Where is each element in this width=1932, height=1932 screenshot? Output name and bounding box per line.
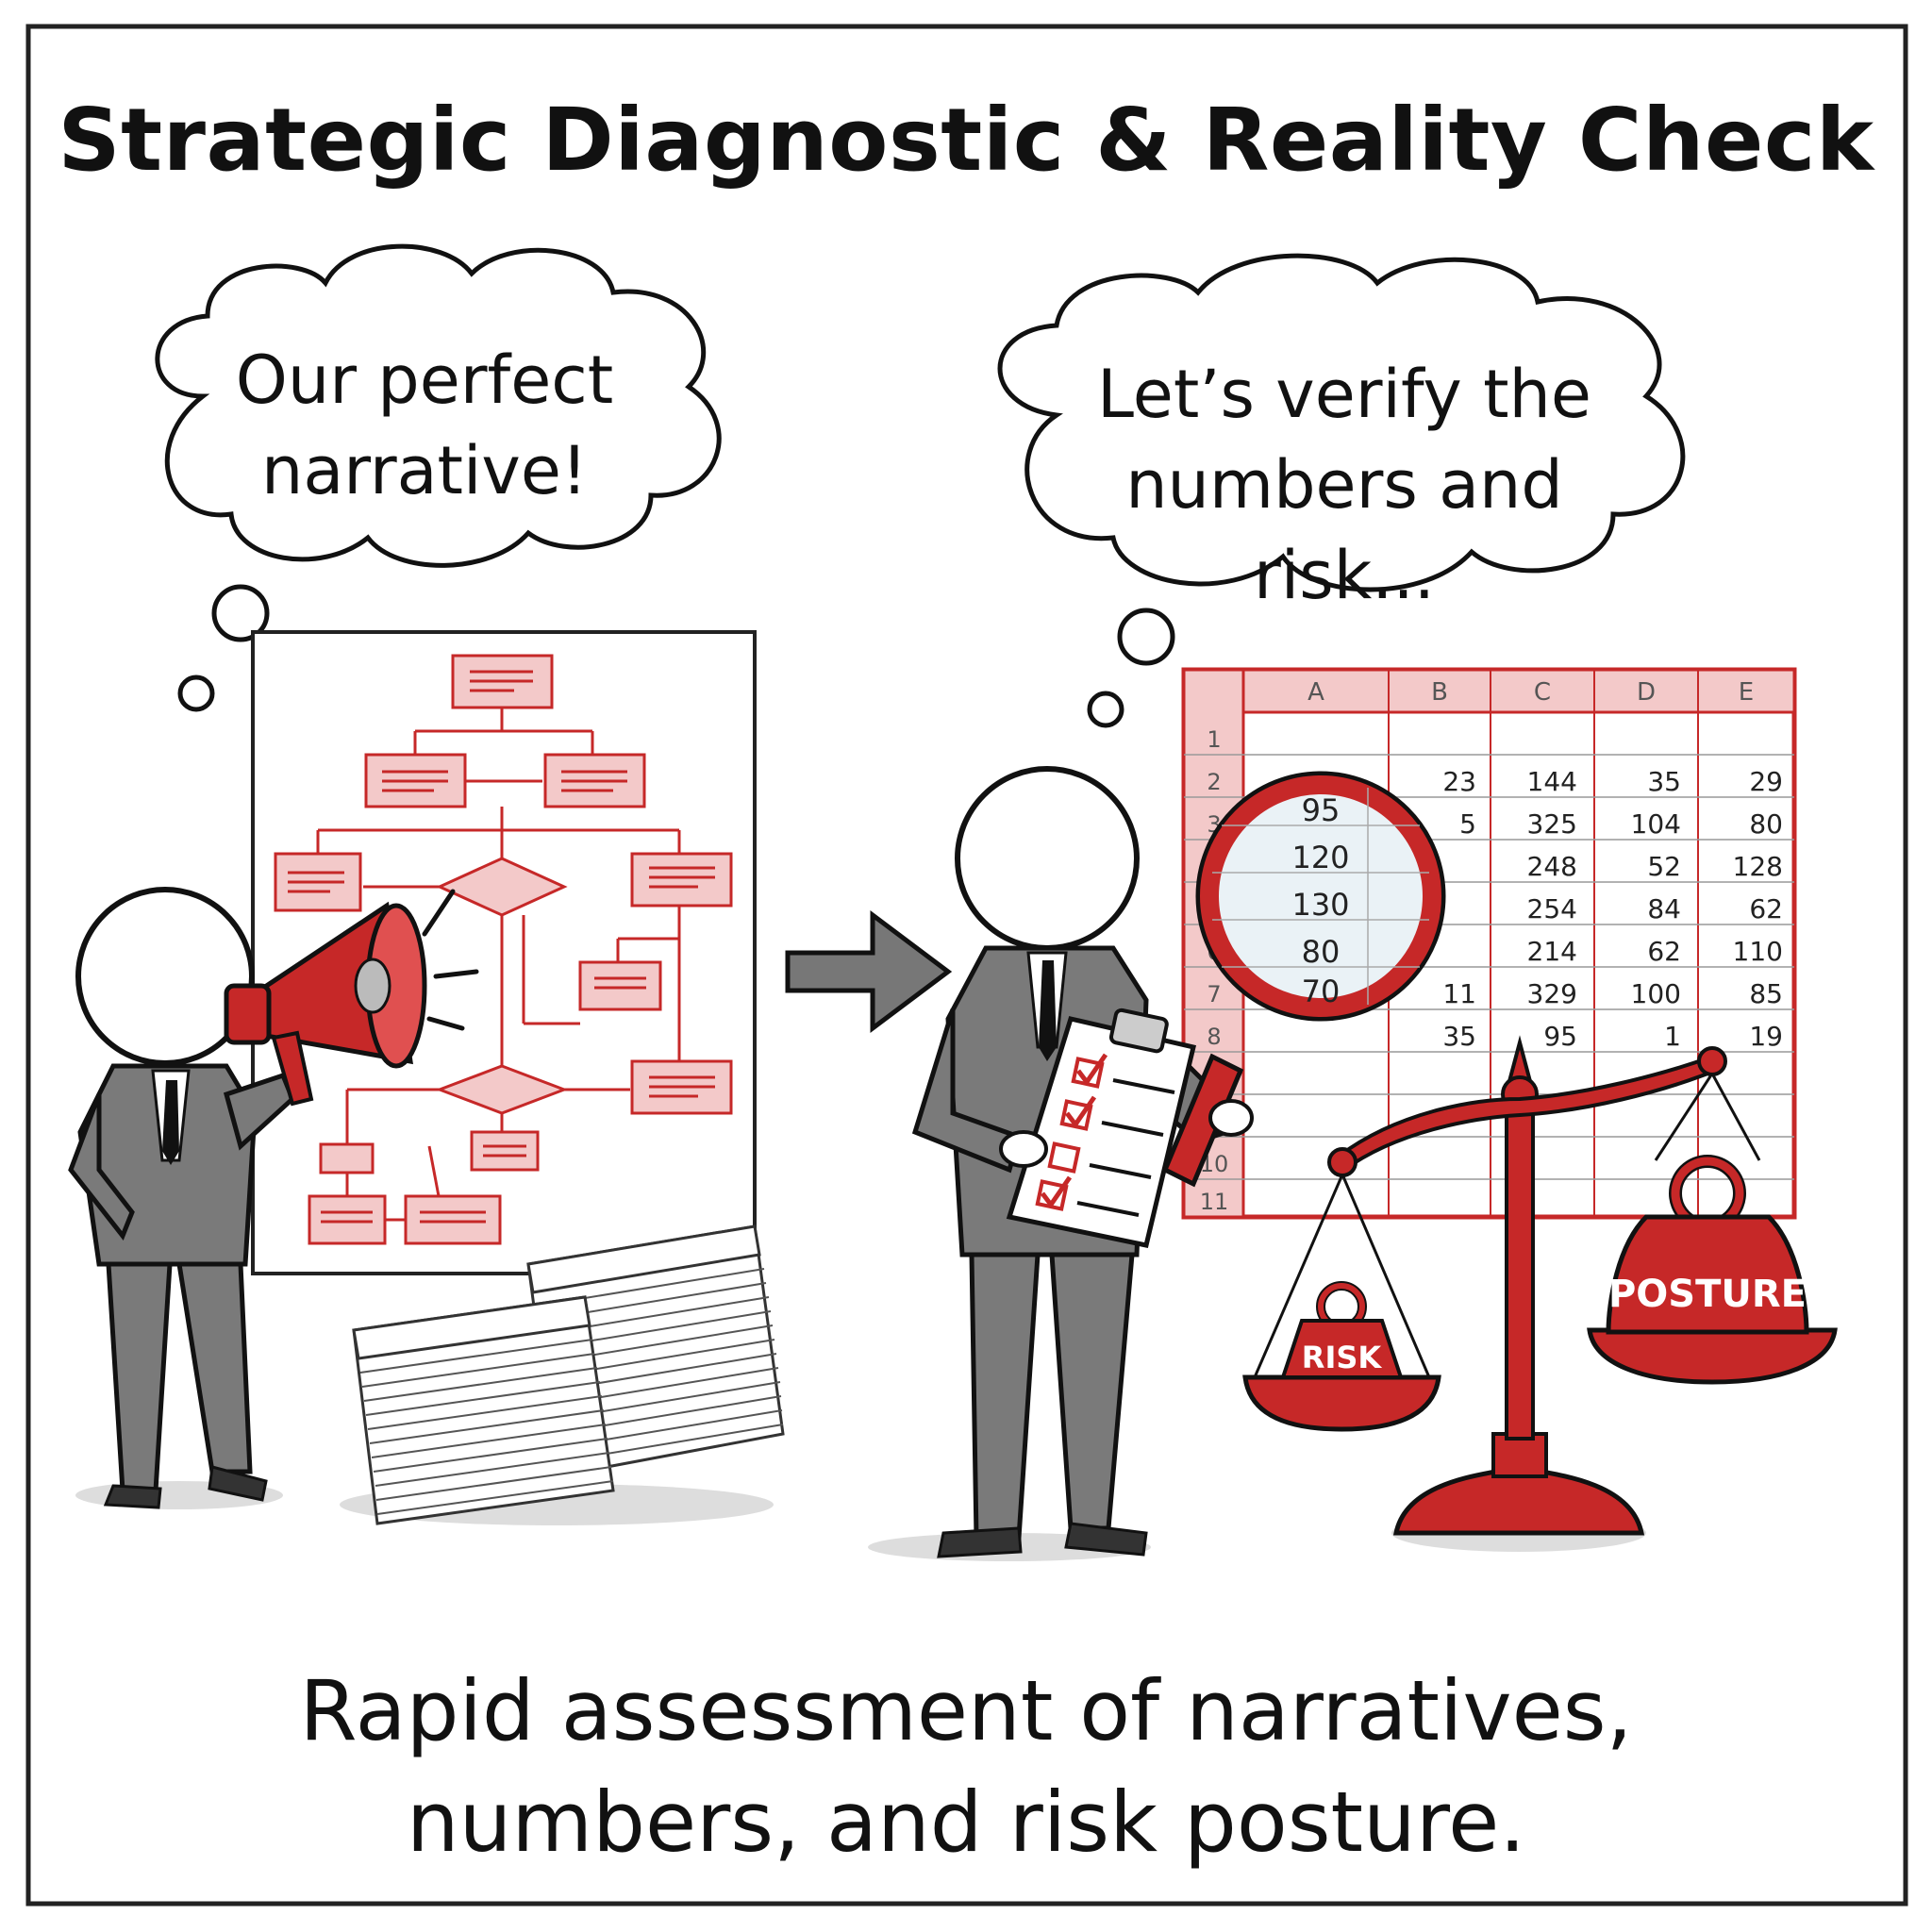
megaphone-icon: [224, 889, 479, 1107]
col-header-e: E: [1739, 678, 1754, 707]
cell: 214: [1527, 936, 1577, 967]
magnified-cell: 95: [1302, 792, 1341, 828]
caption: Rapid assessment of narratives, numbers,…: [0, 1656, 1932, 1878]
cell: 325: [1527, 808, 1577, 840]
cell: 248: [1527, 851, 1577, 882]
arrow-right-icon: [785, 910, 953, 1033]
row-number: 2: [1207, 769, 1221, 795]
left-bubble-text: Our perfect narrative!: [189, 335, 660, 516]
paper-stacks: [340, 1224, 785, 1525]
col-header-d: D: [1637, 678, 1656, 707]
panel-border: [25, 24, 1908, 1907]
magnified-cell: 130: [1291, 887, 1349, 923]
risk-weight-label: RISK: [1302, 1340, 1383, 1375]
cell: 84: [1647, 893, 1681, 924]
right-thought-bubble: [997, 253, 1686, 728]
left-bubble-line-1: Our perfect: [235, 341, 614, 419]
cell: 29: [1749, 766, 1783, 797]
posture-weight-label: POSTURE: [1608, 1273, 1807, 1316]
magnified-cell: 120: [1291, 840, 1349, 875]
cell: 5: [1459, 808, 1476, 840]
cell: 95: [1543, 1021, 1577, 1052]
risk-weight: RISK: [1280, 1281, 1404, 1379]
caption-line-2: numbers, and risk posture.: [406, 1774, 1526, 1871]
cell: 329: [1527, 978, 1577, 1009]
row-number: 1: [1207, 726, 1221, 753]
right-bubble-text: Let’s verify the numbers and risk...: [1028, 349, 1660, 621]
right-bubble-line-1: Let’s verify the: [1097, 356, 1591, 433]
col-header-c: C: [1534, 678, 1551, 707]
cell: 62: [1647, 936, 1681, 967]
row-number: 7: [1207, 981, 1221, 1008]
cell: 254: [1527, 893, 1577, 924]
cell: 85: [1749, 978, 1783, 1009]
cell: 62: [1749, 893, 1783, 924]
col-header-b: B: [1431, 678, 1448, 707]
cell: 128: [1733, 851, 1783, 882]
left-thought-bubble: [155, 243, 722, 712]
cell: 11: [1442, 978, 1476, 1009]
cell: 23: [1442, 766, 1476, 797]
magnified-cell: 80: [1302, 934, 1341, 970]
cell: 104: [1631, 808, 1681, 840]
row-number: 11: [1200, 1189, 1229, 1215]
flowchart-board: [251, 630, 757, 1275]
right-bubble-line-2: numbers and risk...: [1125, 446, 1563, 614]
cell: 1: [1664, 1021, 1681, 1052]
cell: 110: [1733, 936, 1783, 967]
row-number: 8: [1207, 1024, 1221, 1050]
cell: 144: [1527, 766, 1577, 797]
col-header-a: A: [1307, 678, 1324, 707]
cell: 35: [1442, 1021, 1476, 1052]
balance-scale-icon: RISK POSTURE: [1242, 1035, 1838, 1552]
caption-line-1: Rapid assessment of narratives,: [299, 1662, 1633, 1759]
cell: 52: [1647, 851, 1681, 882]
presenter-figure: [68, 887, 295, 1509]
cell: 100: [1631, 978, 1681, 1009]
cell: 35: [1647, 766, 1681, 797]
clipboard-checklist-icon: [999, 1008, 1197, 1248]
cell: 80: [1749, 808, 1783, 840]
cell: 19: [1749, 1021, 1783, 1052]
page-title: Strategic Diagnostic & Reality Check: [58, 90, 1874, 191]
magnified-cell: 70: [1302, 974, 1341, 1009]
posture-weight: POSTURE: [1606, 1155, 1809, 1335]
left-bubble-line-2: narrative!: [261, 432, 588, 509]
magnifying-glass-icon: 95 120 130 80 70: [1161, 771, 1446, 1188]
